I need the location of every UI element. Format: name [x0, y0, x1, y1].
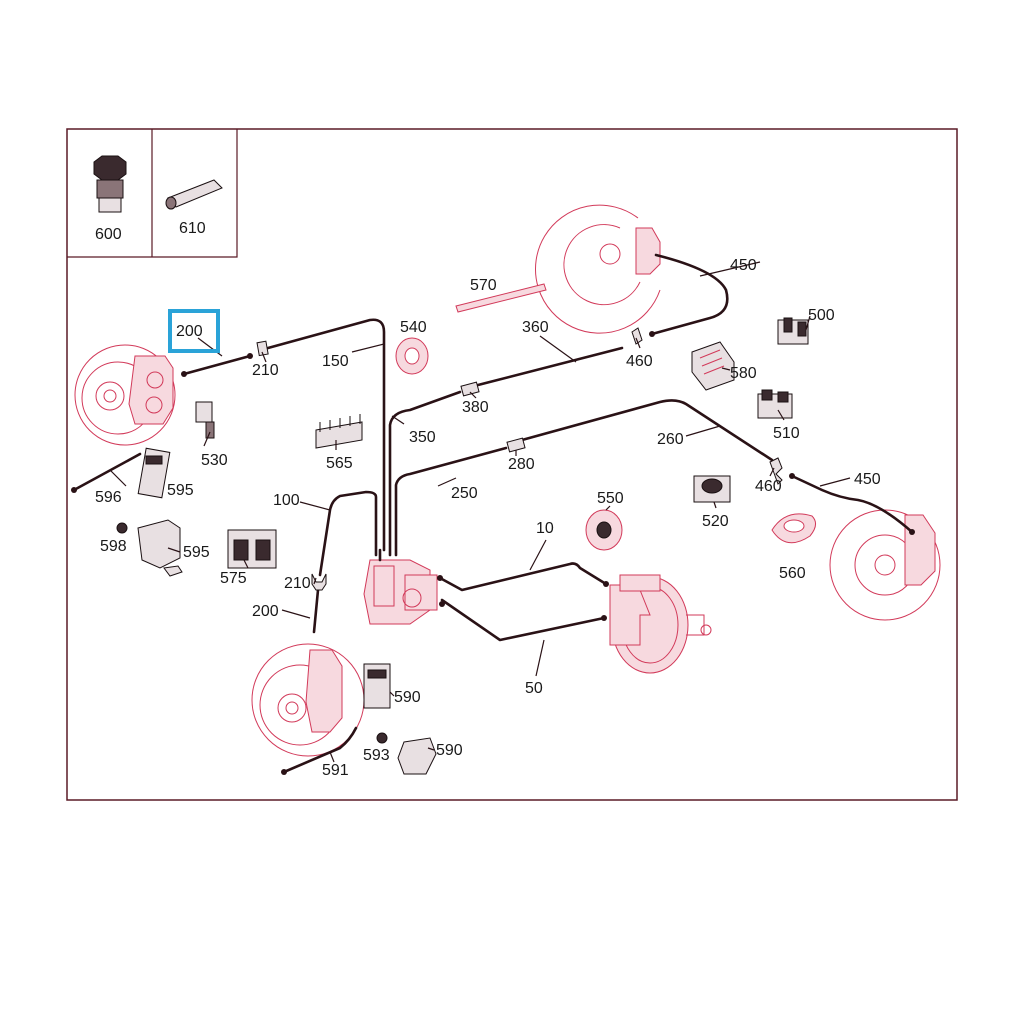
callout-210-lower[interactable]: 210	[284, 575, 311, 592]
highlight-box	[168, 309, 220, 353]
pipe-10[interactable]	[438, 562, 608, 592]
part-500-bracket[interactable]	[777, 317, 809, 345]
callout-250[interactable]: 250	[451, 485, 478, 502]
part-560-grommet[interactable]	[771, 513, 816, 544]
callout-590-upper[interactable]: 590	[394, 689, 421, 706]
part-590-bracket-lower[interactable]	[397, 737, 437, 775]
part-595-sensor-upper[interactable]	[137, 447, 171, 499]
callout-200-lower[interactable]: 200	[252, 603, 279, 620]
callout-593[interactable]: 593	[363, 747, 390, 764]
callout-595-upper[interactable]: 595	[167, 482, 194, 499]
pipe-50[interactable]	[440, 598, 606, 642]
callout-210-upper[interactable]: 210	[252, 362, 279, 379]
callout-598[interactable]: 598	[100, 538, 127, 555]
part-595-bracket-lower[interactable]	[137, 519, 183, 577]
callout-380[interactable]: 380	[462, 399, 489, 416]
callout-570[interactable]: 570	[470, 277, 497, 294]
part-565-clip-block[interactable]	[315, 414, 363, 449]
callout-260[interactable]: 260	[657, 431, 684, 448]
part-540-grommet[interactable]	[395, 337, 429, 375]
callout-460-lower[interactable]: 460	[755, 478, 782, 495]
brake-disc-rear-right-top[interactable]	[535, 204, 661, 334]
callout-565[interactable]: 565	[326, 455, 353, 472]
part-570-strip[interactable]	[455, 283, 547, 313]
callout-510[interactable]: 510	[773, 425, 800, 442]
brake-lines	[72, 253, 914, 774]
part-580-bracket[interactable]	[691, 341, 735, 391]
leader-lines	[109, 261, 851, 763]
diagram-frame	[66, 128, 958, 801]
pipe-fittings	[71, 331, 915, 775]
callout-520[interactable]: 520	[702, 513, 729, 530]
part-460-clip-upper[interactable]	[631, 327, 643, 345]
callout-590-lower[interactable]: 590	[436, 742, 463, 759]
brake-disc-right[interactable]	[829, 509, 941, 621]
callout-200-upper[interactable]: 200	[176, 323, 203, 340]
callout-10[interactable]: 10	[536, 520, 554, 537]
callout-595-lower[interactable]: 595	[183, 544, 210, 561]
callout-560[interactable]: 560	[779, 565, 806, 582]
part-460-clip-lower[interactable]	[769, 457, 783, 485]
callout-500[interactable]: 500	[808, 307, 835, 324]
pipe-450-top[interactable]	[650, 253, 729, 336]
part-280-connector[interactable]	[506, 437, 526, 453]
part-550-grommet[interactable]	[585, 509, 623, 551]
callout-540[interactable]: 540	[400, 319, 427, 336]
brake-booster[interactable]	[609, 574, 712, 674]
part-380-connector[interactable]	[460, 381, 480, 397]
callout-580[interactable]: 580	[730, 365, 757, 382]
pipe-100[interactable]	[318, 490, 378, 577]
callout-460-upper[interactable]: 460	[626, 353, 653, 370]
callout-280[interactable]: 280	[508, 456, 535, 473]
callout-591[interactable]: 591	[322, 762, 349, 779]
part-530-sensor[interactable]	[195, 401, 215, 439]
callout-360[interactable]: 360	[522, 319, 549, 336]
pipe-250[interactable]	[394, 446, 508, 557]
pipe-260[interactable]	[520, 399, 774, 462]
callout-610[interactable]: 610	[179, 220, 206, 237]
pipe-450-right[interactable]	[790, 474, 914, 534]
inset-box-frame	[67, 129, 238, 258]
part-210-clip-lower[interactable]	[311, 573, 327, 591]
part-610-sleeve[interactable]	[165, 179, 223, 210]
part-593-screw[interactable]	[376, 732, 388, 744]
callout-450-lower[interactable]: 450	[854, 471, 881, 488]
callout-350[interactable]: 350	[409, 429, 436, 446]
callout-600[interactable]: 600	[95, 226, 122, 243]
pipe-200-upper[interactable]	[182, 354, 252, 376]
abs-hydraulic-unit[interactable]	[363, 559, 438, 625]
pipe-150[interactable]	[266, 318, 386, 552]
callout-50[interactable]: 50	[525, 680, 543, 697]
pipe-350[interactable]	[388, 390, 462, 557]
brake-caliper-front-left[interactable]	[128, 355, 174, 425]
pipe-200-lower[interactable]	[312, 588, 320, 634]
part-510-bracket[interactable]	[757, 389, 793, 419]
part-520-bracket[interactable]	[693, 475, 731, 503]
part-600-nut[interactable]	[93, 155, 127, 213]
callout-550[interactable]: 550	[597, 490, 624, 507]
callout-530[interactable]: 530	[201, 452, 228, 469]
callout-450-upper[interactable]: 450	[730, 257, 757, 274]
callout-596[interactable]: 596	[95, 489, 122, 506]
callout-575[interactable]: 575	[220, 570, 247, 587]
part-598-screw[interactable]	[116, 522, 128, 534]
pipe-360[interactable]	[476, 346, 624, 387]
callout-150[interactable]: 150	[322, 353, 349, 370]
sensor-cable-596[interactable]	[72, 452, 142, 492]
part-575-bracket[interactable]	[227, 529, 277, 569]
part-590-sensor-upper[interactable]	[363, 663, 391, 709]
sensor-cable-591[interactable]	[282, 726, 358, 774]
callout-100[interactable]: 100	[273, 492, 300, 509]
